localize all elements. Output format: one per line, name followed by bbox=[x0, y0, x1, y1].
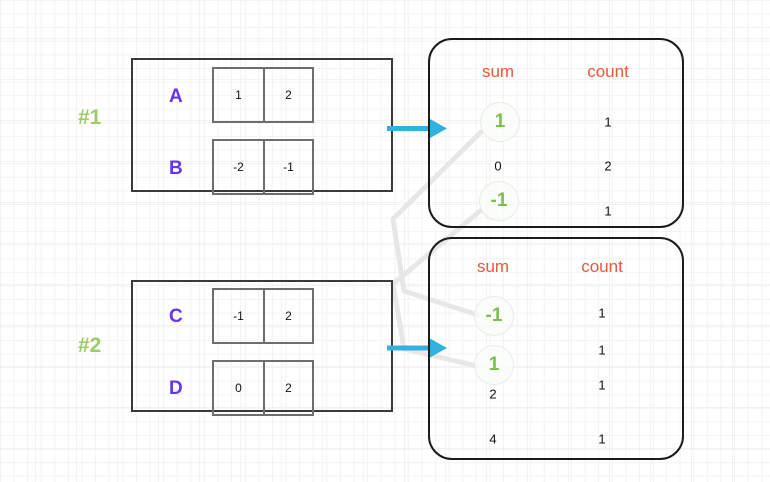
row-cells-b[interactable]: -2 -1 bbox=[212, 139, 314, 195]
cell-c-1: 2 bbox=[263, 290, 312, 342]
result-table-1-row-1-sum: 0 bbox=[494, 158, 502, 174]
cell-b-1: -1 bbox=[263, 141, 312, 193]
cell-d-0: 0 bbox=[235, 381, 242, 395]
result-table-1-row-2-sum: -1 bbox=[490, 190, 508, 211]
cell-d-1: 2 bbox=[263, 362, 312, 414]
result-table-2[interactable]: sum count -1 1 1 1 2 1 4 1 bbox=[428, 237, 684, 460]
row-cells-a[interactable]: 1 2 bbox=[212, 67, 314, 123]
result-table-2-row-3-sum: 4 bbox=[489, 431, 497, 447]
step-label-2: #2 bbox=[78, 334, 102, 357]
highlight-circle-t1r0 bbox=[480, 102, 520, 142]
result-table-1-row-1-count: 2 bbox=[604, 158, 612, 174]
cell-b-0: -2 bbox=[233, 160, 244, 174]
input-group-2[interactable]: C -1 2 D 0 2 bbox=[131, 280, 393, 416]
result-table-1-header-sum: sum bbox=[481, 62, 515, 81]
input-group-1[interactable]: A 1 2 B -2 -1 bbox=[131, 58, 393, 195]
step-label-1: #1 bbox=[78, 106, 102, 129]
row-cells-d[interactable]: 0 2 bbox=[212, 360, 314, 416]
row-letter-d: D bbox=[169, 378, 183, 399]
result-table-1-header-count: count bbox=[587, 62, 629, 81]
result-table-1[interactable]: sum count 1 1 0 2 -1 1 bbox=[428, 38, 684, 228]
cell-a-1: 2 bbox=[263, 69, 312, 121]
cell-a-0: 1 bbox=[235, 88, 242, 102]
result-table-2-row-1-count: 1 bbox=[598, 342, 606, 358]
row-letter-b: B bbox=[169, 158, 183, 179]
result-table-2-header-sum: sum bbox=[476, 257, 510, 276]
result-table-2-header-count: count bbox=[581, 257, 623, 276]
result-table-2-row-1-sum: 1 bbox=[488, 354, 500, 375]
result-table-2-row-2-sum: 2 bbox=[489, 386, 497, 402]
highlight-circle-t2r0 bbox=[474, 296, 514, 336]
result-table-2-row-0-sum: -1 bbox=[485, 305, 503, 326]
row-letter-a: A bbox=[169, 86, 183, 107]
cell-c-0: -1 bbox=[233, 309, 244, 323]
result-table-1-row-0-count: 1 bbox=[604, 114, 612, 130]
result-table-2-row-0-count: 1 bbox=[598, 305, 606, 321]
highlight-circle-t1r2 bbox=[479, 181, 519, 221]
highlight-circle-t2r1 bbox=[474, 345, 514, 385]
result-table-1-row-0-sum: 1 bbox=[494, 111, 506, 132]
result-table-2-row-2-count: 1 bbox=[598, 377, 606, 393]
result-table-2-row-3-count: 1 bbox=[598, 431, 606, 447]
row-letter-c: C bbox=[169, 306, 183, 327]
result-table-1-row-2-count: 1 bbox=[604, 203, 612, 219]
row-cells-c[interactable]: -1 2 bbox=[212, 288, 314, 344]
